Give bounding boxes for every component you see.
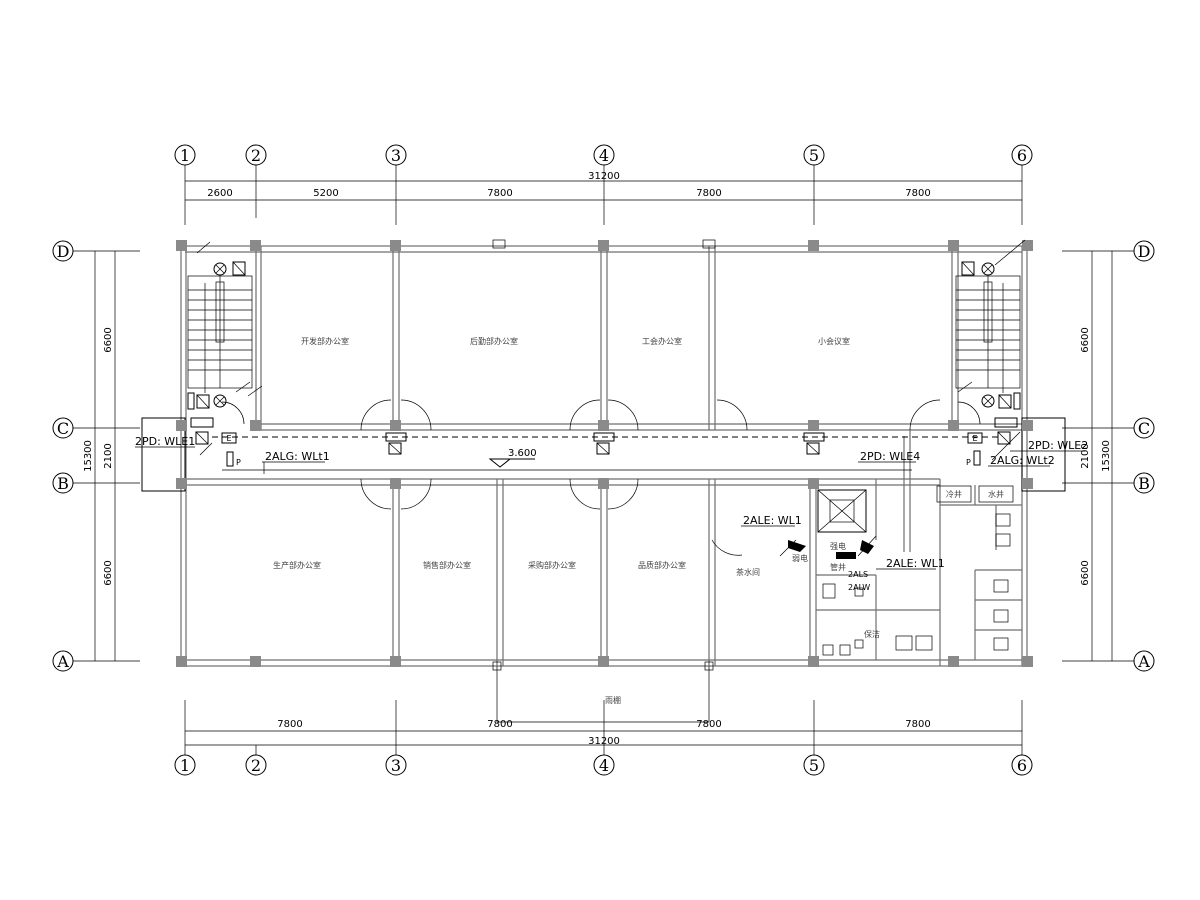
room-label-shaft: 管井 xyxy=(830,562,846,572)
axis-D-left: D xyxy=(57,242,70,261)
room-labels: 开发部办公室 后勤部办公室 工会办公室 小会议室 生产部办公室 销售部办公室 采… xyxy=(273,336,1014,705)
entrance-bays xyxy=(141,417,1066,492)
axis-2-top: 2 xyxy=(251,146,261,165)
dim-right-1: 6600 xyxy=(1080,327,1091,352)
emergency-lighting-circuit xyxy=(212,436,1000,471)
dimension-left: 6600 2100 6600 15300 xyxy=(83,251,116,661)
axis-6-bottom: 6 xyxy=(1017,756,1027,775)
axis-4-top: 4 xyxy=(599,146,609,165)
dim-left-overall: 15300 xyxy=(83,440,94,472)
axis-4-bottom: 4 xyxy=(599,756,609,775)
room-label-sales-office: 销售部办公室 xyxy=(423,560,471,570)
label-2pd-wle1: 2PD: WLE1 xyxy=(135,435,195,448)
axis-C-left: C xyxy=(57,419,69,438)
dim-top-bay-5: 7800 xyxy=(905,188,930,199)
room-label-purchase-office: 采购部办公室 xyxy=(528,560,576,570)
label-2pd-wle2: 2PD: WLE2 xyxy=(1028,439,1088,452)
stair-right xyxy=(955,275,1021,389)
room-label-dev-office: 开发部办公室 xyxy=(301,336,349,346)
axis-bubbles-left: D C B A xyxy=(52,240,74,672)
elevation-marker: 3.600 xyxy=(488,448,537,468)
label-2alg-wlt1: 2ALG: WLt1 xyxy=(265,450,330,463)
label-2ale-wl1-right: 2ALE: WL1 xyxy=(886,557,945,570)
axis-1-top: 1 xyxy=(180,146,190,165)
dim-top-bay-3: 7800 xyxy=(487,188,512,199)
dim-right-2: 2100 xyxy=(1080,443,1091,468)
label-2pd-wle4: 2PD: WLE4 xyxy=(860,450,920,463)
canopy-outline xyxy=(492,239,716,723)
axis-5-bottom: 5 xyxy=(809,756,819,775)
axis-1-bottom: 1 xyxy=(180,756,190,775)
axis-B-left: B xyxy=(57,474,69,493)
dim-right-overall: 15300 xyxy=(1101,440,1112,472)
dim-top-bay-2: 5200 xyxy=(313,188,338,199)
dim-right-3: 6600 xyxy=(1080,560,1091,585)
room-label-production-office: 生产部办公室 xyxy=(273,560,321,570)
corridor-elevation: 3.600 xyxy=(508,448,537,459)
room-label-cold-shaft: 冷井 xyxy=(946,489,962,499)
label-2als: 2ALS xyxy=(848,570,868,579)
stair-electrical-right: E P xyxy=(957,239,1026,467)
dimension-right: 6600 2100 6600 15300 xyxy=(1080,251,1113,661)
stair-left xyxy=(187,275,253,389)
room-label-weak-elec: 弱电 xyxy=(792,553,808,563)
dim-left-1: 6600 xyxy=(103,327,114,352)
axis-bubbles-bottom: 1 2 3 4 5 6 xyxy=(174,754,1033,776)
room-label-logistics-office: 后勤部办公室 xyxy=(470,336,518,346)
exit-sign-right: E xyxy=(972,434,977,443)
p-symbol-left: P xyxy=(236,458,241,467)
room-label-tea-room: 茶水间 xyxy=(736,567,760,577)
dim-bottom-bay-4: 7800 xyxy=(905,719,930,730)
dim-top-bay-4: 7800 xyxy=(696,188,721,199)
p-symbol-right: P xyxy=(966,458,971,467)
dim-top-bay-1: 2600 xyxy=(207,188,232,199)
label-2alw: 2ALW xyxy=(848,583,870,592)
elevator xyxy=(817,489,867,533)
axis-3-bottom: 3 xyxy=(391,756,401,775)
axis-3-top: 3 xyxy=(391,146,401,165)
dim-bottom-bay-2: 7800 xyxy=(487,719,512,730)
dim-bottom-bay-1: 7800 xyxy=(277,719,302,730)
dim-top-overall: 31200 xyxy=(588,171,620,182)
axis-2-bottom: 2 xyxy=(251,756,261,775)
label-2ale-wl1-left: 2ALE: WL1 xyxy=(743,514,802,527)
electrical-panels xyxy=(779,513,1011,656)
room-label-water-shaft: 水井 xyxy=(988,489,1004,499)
axis-extension-lines xyxy=(73,165,1134,755)
axis-B-right: B xyxy=(1138,474,1150,493)
axis-C-right: C xyxy=(1138,419,1150,438)
label-2alg-wlt2: 2ALG: WLt2 xyxy=(990,454,1055,467)
dim-bottom-overall: 31200 xyxy=(588,736,620,747)
axis-6-top: 6 xyxy=(1017,146,1027,165)
room-label-cleaning: 保洁 xyxy=(864,629,880,639)
axis-A-left: A xyxy=(56,652,69,671)
room-label-canopy: 雨棚 xyxy=(605,695,621,705)
axis-5-top: 5 xyxy=(809,146,819,165)
door-swings xyxy=(221,399,981,556)
axis-bubbles-right: D C B A xyxy=(1133,240,1155,672)
axis-bubbles-top: 1 2 3 4 5 6 xyxy=(174,144,1033,166)
exit-sign-left: E xyxy=(226,434,231,443)
stair-electrical-left: E P xyxy=(187,241,263,467)
dim-bottom-bay-3: 7800 xyxy=(696,719,721,730)
room-label-small-meeting: 小会议室 xyxy=(818,336,850,346)
corridor-light-fixtures xyxy=(385,432,825,455)
structural-columns xyxy=(176,240,1033,667)
room-label-union-office: 工会办公室 xyxy=(642,336,682,346)
dim-left-2: 2100 xyxy=(103,443,114,468)
dimension-bottom: 7800 7800 7800 7800 31200 xyxy=(185,719,1022,747)
dim-left-3: 6600 xyxy=(103,560,114,585)
axis-A-right: A xyxy=(1137,652,1150,671)
room-label-strong-elec: 强电 xyxy=(830,541,846,551)
circuit-labels: 2PD: WLE1 2PD: WLE2 2ALG: WLt1 2ALG: WLt… xyxy=(135,435,1088,592)
room-label-quality-office: 品质部办公室 xyxy=(638,560,686,570)
dimension-top: 31200 2600 5200 7800 7800 7800 xyxy=(185,171,1022,201)
axis-D-right: D xyxy=(1138,242,1151,261)
